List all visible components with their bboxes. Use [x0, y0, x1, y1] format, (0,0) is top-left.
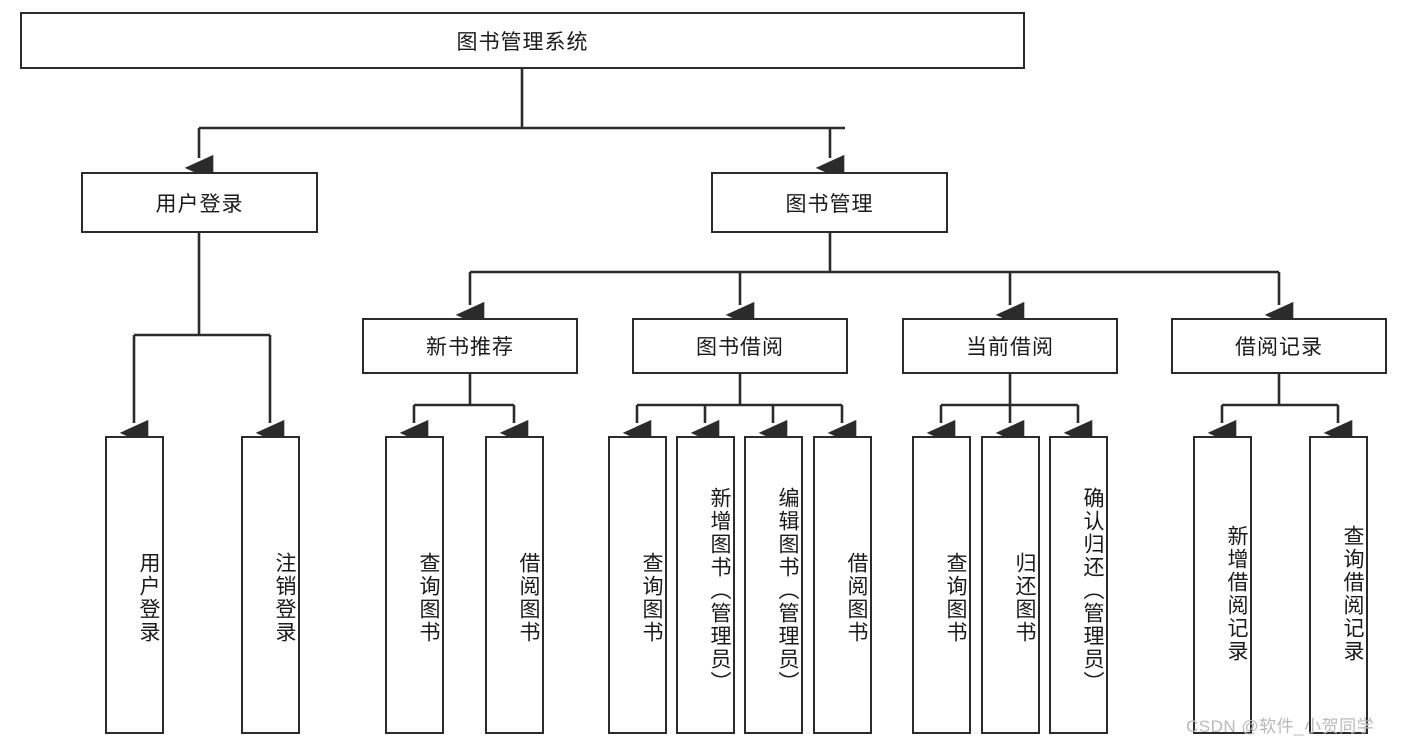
node-label: 编辑图书（管理员）	[776, 486, 799, 694]
node-label: 新增图书（管理员）	[708, 486, 731, 694]
node-label: 用户登录	[137, 552, 160, 644]
node-user-login[interactable]: 用户登录	[81, 172, 318, 233]
node-leaf-query-book-2[interactable]: 查询图书	[608, 436, 667, 734]
node-label: 新书推荐	[426, 336, 514, 359]
node-label: 图书借阅	[696, 336, 784, 359]
node-leaf-borrow-book-2[interactable]: 借阅图书	[813, 436, 872, 734]
node-leaf-query-book-3[interactable]: 查询图书	[912, 436, 971, 734]
node-book-management[interactable]: 图书管理	[711, 172, 948, 233]
node-new-book-recommend[interactable]: 新书推荐	[362, 318, 578, 374]
node-leaf-user-login[interactable]: 用户登录	[105, 436, 164, 734]
node-label: 图书管理系统	[456, 30, 589, 54]
node-leaf-edit-book-admin[interactable]: 编辑图书（管理员）	[744, 436, 803, 734]
csdn-watermark: CSDN @软件_小贺同学	[1186, 717, 1375, 736]
node-label: 查询图书	[417, 552, 440, 644]
node-label: 用户登录	[155, 192, 244, 216]
node-label: 借阅记录	[1235, 336, 1323, 359]
node-label: 查询图书	[640, 552, 663, 644]
node-label: 新增借阅记录	[1225, 525, 1248, 663]
node-book-management-system[interactable]: 图书管理系统	[20, 12, 1025, 69]
node-label: 查询图书	[944, 552, 967, 644]
node-leaf-add-book-admin[interactable]: 新增图书（管理员）	[676, 436, 735, 734]
node-borrow-record[interactable]: 借阅记录	[1171, 318, 1387, 374]
node-label: 借阅图书	[517, 552, 540, 644]
node-leaf-logout-login[interactable]: 注销登录	[241, 436, 300, 734]
node-leaf-query-book-1[interactable]: 查询图书	[385, 436, 444, 734]
node-book-borrow[interactable]: 图书借阅	[632, 318, 848, 374]
node-leaf-add-borrow-record[interactable]: 新增借阅记录	[1193, 436, 1252, 734]
node-leaf-confirm-return-admin[interactable]: 确认归还（管理员）	[1049, 436, 1108, 734]
node-label: 确认归还（管理员）	[1081, 486, 1104, 694]
node-leaf-borrow-book-1[interactable]: 借阅图书	[485, 436, 544, 734]
node-leaf-query-borrow-record[interactable]: 查询借阅记录	[1309, 436, 1368, 734]
node-current-borrow[interactable]: 当前借阅	[902, 318, 1118, 374]
node-label: 当前借阅	[966, 336, 1054, 359]
node-label: 图书管理	[785, 192, 874, 216]
node-label: 注销登录	[273, 552, 296, 644]
node-label: 查询借阅记录	[1341, 525, 1364, 663]
node-label: 归还图书	[1013, 552, 1036, 644]
node-leaf-return-book[interactable]: 归还图书	[981, 436, 1040, 734]
node-label: 借阅图书	[845, 552, 868, 644]
